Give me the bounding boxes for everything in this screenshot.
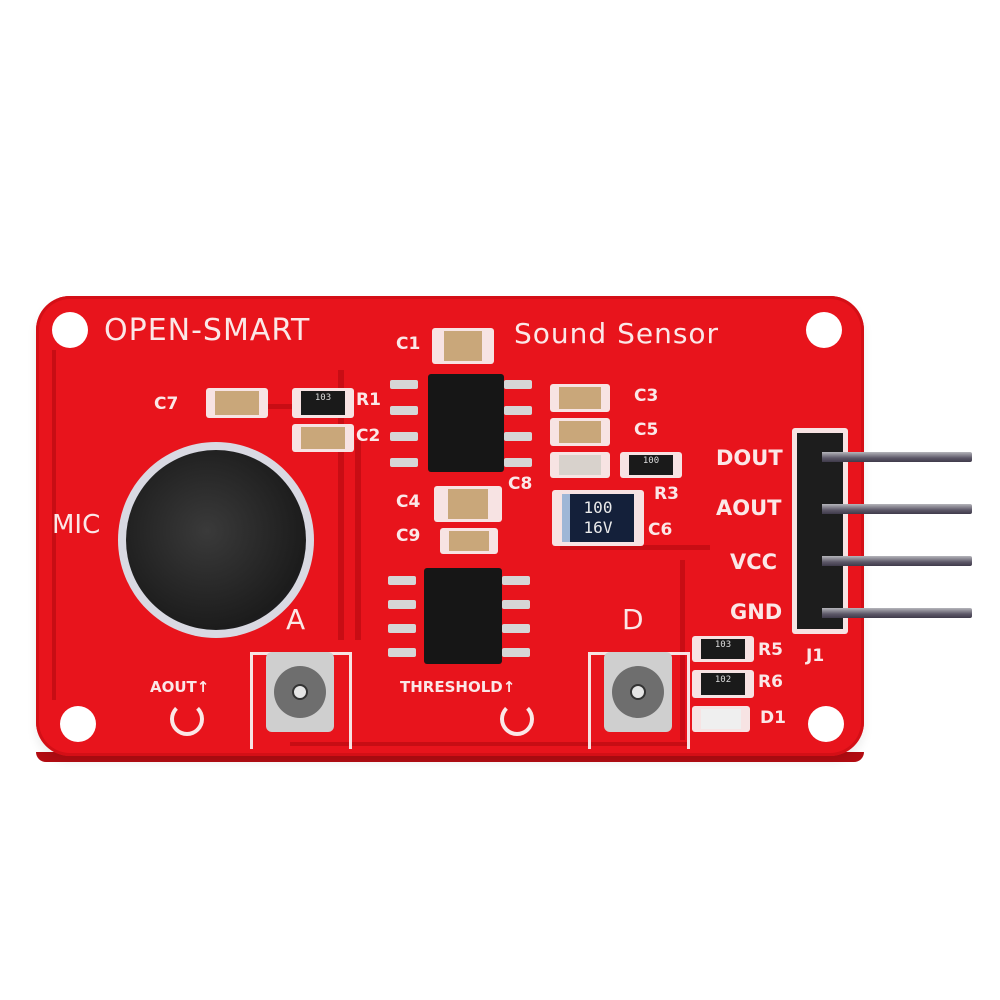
c6-value: 100 xyxy=(583,498,613,517)
trace xyxy=(338,370,344,640)
ic-pin xyxy=(502,576,530,585)
microphone-mesh xyxy=(126,450,306,630)
c2-label: C2 xyxy=(356,426,381,446)
pot-a-label: A xyxy=(286,603,306,636)
ic-pin xyxy=(390,458,418,467)
ic-pin xyxy=(502,624,530,633)
ic-pin xyxy=(388,624,416,633)
board-title: Sound Sensor xyxy=(514,317,720,350)
ic-pin xyxy=(504,432,532,441)
c6-label: C6 xyxy=(648,520,673,540)
trace xyxy=(355,440,361,640)
resistor-r5: 103 xyxy=(692,636,754,662)
ic-pin xyxy=(504,406,532,415)
r6-label: R6 xyxy=(758,672,783,692)
c9-label: C9 xyxy=(396,526,421,546)
pin-label-vcc: VCC xyxy=(730,550,778,574)
r5-label: R5 xyxy=(758,640,783,660)
pot-d-dial[interactable] xyxy=(612,666,664,718)
capacitor-c9 xyxy=(440,528,498,554)
capacitor-c2 xyxy=(292,424,354,452)
c7-label: C7 xyxy=(154,394,179,414)
resistor-r1: 103 xyxy=(292,388,354,418)
ic-pin xyxy=(502,600,530,609)
trace xyxy=(52,350,56,700)
pot-a-dial[interactable] xyxy=(274,666,326,718)
pin-header-j1 xyxy=(797,433,843,629)
c1-label: C1 xyxy=(396,334,421,354)
capacitor-c4 xyxy=(434,486,502,522)
resistor-r3: 100 xyxy=(620,452,682,478)
capacitor-c5 xyxy=(550,418,610,446)
ic-pin xyxy=(388,576,416,585)
header-pin-dout[interactable] xyxy=(822,452,972,462)
pin-label-aout: AOUT xyxy=(716,496,782,520)
capacitor-c8 xyxy=(550,452,610,478)
mounting-hole-bottom-left xyxy=(60,706,96,742)
aout-adjust-label: AOUT↑ xyxy=(150,678,210,696)
capacitor-c1 xyxy=(432,328,494,364)
potentiometer-d[interactable] xyxy=(604,652,672,732)
mic-label: MIC xyxy=(52,510,101,540)
trace xyxy=(240,404,300,409)
r1-label: R1 xyxy=(356,390,381,410)
header-pin-aout[interactable] xyxy=(822,504,972,514)
d1-label: D1 xyxy=(760,708,786,728)
c3-label: C3 xyxy=(634,386,659,406)
ic-pin xyxy=(502,648,530,657)
rotate-clockwise-icon xyxy=(500,702,534,736)
ic-pin xyxy=(504,380,532,389)
threshold-adjust-label: THRESHOLD↑ xyxy=(400,678,516,696)
potentiometer-a[interactable] xyxy=(266,652,334,732)
op-amp-chip-top xyxy=(428,374,504,472)
trace xyxy=(560,545,710,550)
brand-label: OPEN-SMART xyxy=(104,313,311,348)
pot-d-label: D xyxy=(622,603,644,636)
r3-label: R3 xyxy=(654,484,679,504)
c4-label: C4 xyxy=(396,492,421,512)
c6-voltage: 16V xyxy=(583,518,613,537)
comparator-chip-bottom xyxy=(424,568,502,664)
resistor-r6: 102 xyxy=(692,670,754,698)
ic-pin xyxy=(388,648,416,657)
ic-pin xyxy=(390,380,418,389)
capacitor-c3 xyxy=(550,384,610,412)
header-pin-gnd[interactable] xyxy=(822,608,972,618)
ic-pin xyxy=(390,406,418,415)
ic-pin xyxy=(390,432,418,441)
ic-pin xyxy=(388,600,416,609)
c8-label: C8 xyxy=(508,474,533,494)
led-d1 xyxy=(692,706,750,732)
trace xyxy=(680,560,685,740)
header-pin-vcc[interactable] xyxy=(822,556,972,566)
trace xyxy=(290,742,690,746)
connector-label: J1 xyxy=(806,646,825,666)
pin-label-dout: DOUT xyxy=(716,446,783,470)
c5-label: C5 xyxy=(634,420,659,440)
board-edge xyxy=(36,752,864,762)
mounting-hole-bottom-right xyxy=(808,706,844,742)
pin-label-gnd: GND xyxy=(730,600,783,624)
capacitor-c7 xyxy=(206,388,268,418)
mounting-hole-top-left xyxy=(52,312,88,348)
mounting-hole-top-right xyxy=(806,312,842,348)
rotate-clockwise-icon xyxy=(170,702,204,736)
ic-pin xyxy=(504,458,532,467)
